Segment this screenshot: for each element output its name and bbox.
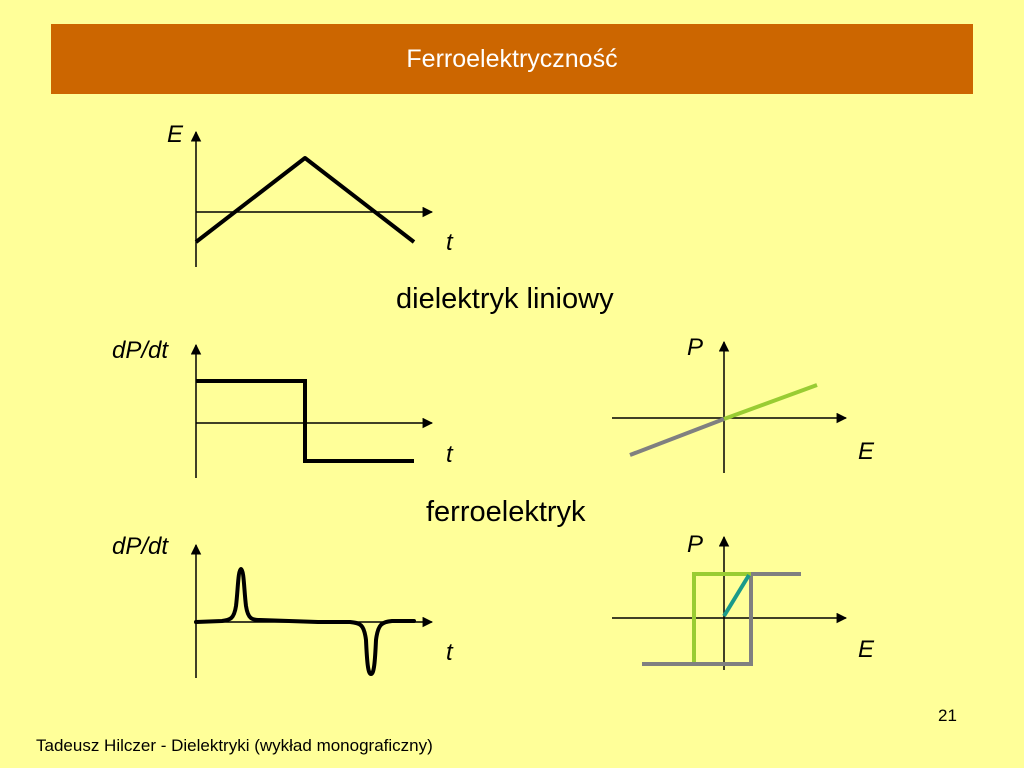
page-number: 21	[938, 706, 957, 725]
linear-response-negative	[629, 417, 725, 457]
x-axis-label: t	[446, 229, 454, 256]
triangle-wave	[194, 156, 416, 244]
switching-current-curve	[194, 567, 416, 676]
footer-text: Tadeusz Hilczer - Dielektryki (wykład mo…	[36, 736, 433, 755]
hysteresis-branch-green	[692, 572, 751, 662]
caption-ferroelectric: ferroelektryk	[426, 496, 586, 528]
x-axis-label: E	[858, 438, 875, 465]
ferroelectric-pe-plot: P E	[612, 531, 875, 670]
x-axis-label: E	[858, 636, 875, 663]
initial-polarization-curve	[722, 573, 751, 618]
y-axis-label: P	[687, 531, 703, 558]
x-axis-label: t	[446, 639, 454, 666]
linear-pe-plot: P E	[612, 334, 875, 473]
y-axis-label: dP/dt	[112, 533, 169, 560]
title-bar: Ferroelektryczność	[51, 24, 973, 94]
caption-linear-dielectric: dielektryk liniowy	[396, 283, 614, 315]
hysteresis-branch-gray	[642, 572, 801, 666]
input-field-plot: E t	[167, 121, 454, 267]
linear-response-positive	[723, 383, 818, 421]
x-axis-label: t	[446, 441, 454, 468]
slide-title: Ferroelektryczność	[406, 44, 618, 73]
ferroelectric-rate-plot: dP/dt t	[112, 533, 454, 678]
linear-rate-plot: dP/dt t	[112, 337, 454, 478]
y-axis-label: E	[167, 121, 184, 148]
square-wave	[196, 379, 414, 463]
y-axis-label: dP/dt	[112, 337, 169, 364]
y-axis-label: P	[687, 334, 703, 361]
